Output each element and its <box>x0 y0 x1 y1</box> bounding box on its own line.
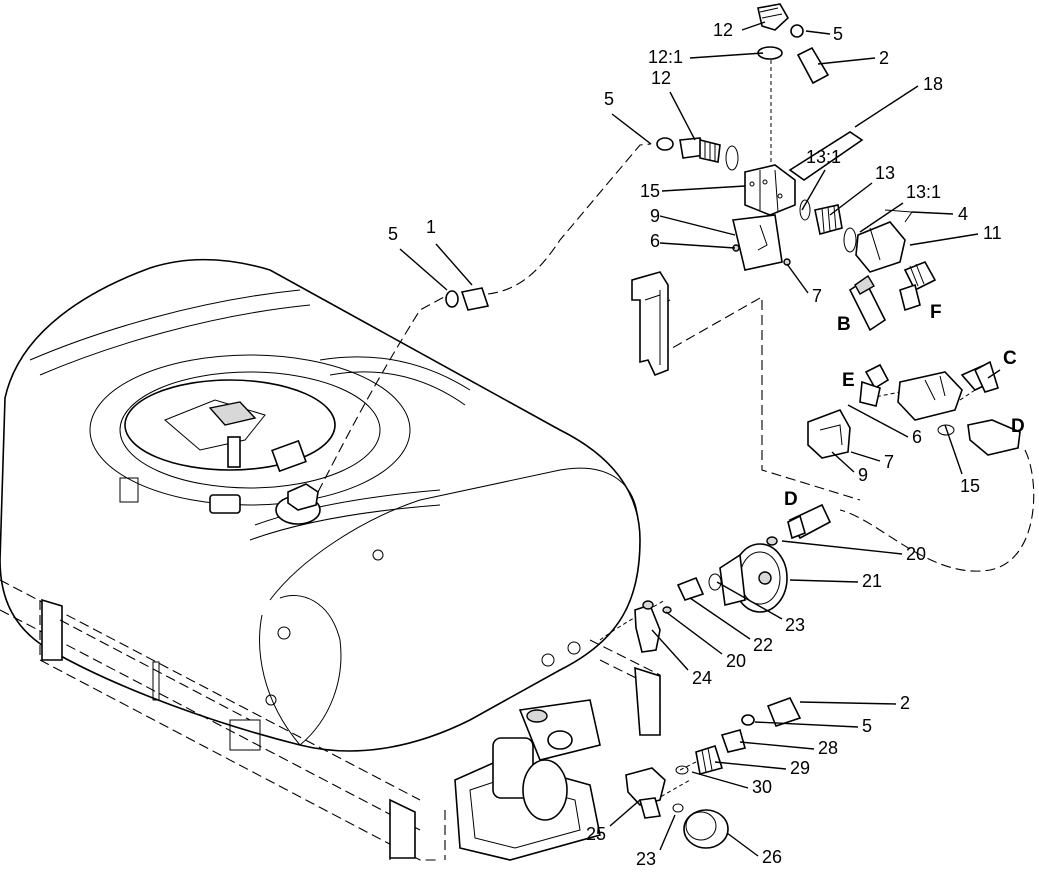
callout-c-15-mid: 15 <box>960 476 980 496</box>
callout-c-23-bot: 23 <box>636 849 656 869</box>
frame <box>0 579 661 861</box>
callout-c-d-mid: D <box>784 489 798 510</box>
callout-c-13-1-b: 13:1 <box>906 182 941 202</box>
callout-c-29: 29 <box>790 758 810 778</box>
callout-c-1: 1 <box>426 217 436 237</box>
leader-line-c-20-top <box>781 540 903 555</box>
leader-line-c-2-top <box>817 57 876 65</box>
leader-line-c-12-top <box>741 21 766 31</box>
callout-c-13: 13 <box>875 163 895 183</box>
leader-line-c-4 <box>911 211 954 215</box>
callout-c-c: C <box>1003 348 1017 369</box>
callout-c-20-mid: 20 <box>726 651 746 671</box>
callout-c-6-mid: 6 <box>912 427 922 447</box>
callout-c-23-top: 23 <box>785 615 805 635</box>
upper-valve-manifold <box>656 3 937 332</box>
callout-c-11: 11 <box>983 223 1002 243</box>
callout-c-4: 4 <box>958 204 968 224</box>
callout-c-5-left: 5 <box>604 89 614 109</box>
callout-c-e: E <box>842 370 855 391</box>
leader-line-c-c <box>987 369 1001 379</box>
callout-c-9-top: 9 <box>650 206 660 226</box>
leader-line-c-23-bot <box>659 814 676 851</box>
leader-line-c-7-top <box>786 263 809 294</box>
leader-line-c-24 <box>651 629 689 671</box>
mounting-bracket-left <box>631 271 669 377</box>
leader-line-c-28 <box>739 741 815 750</box>
leader-line-c-6-mid <box>847 404 909 438</box>
leader-line-c-20-mid <box>665 611 723 655</box>
leader-line-c-5-mid <box>399 248 448 291</box>
callout-c-b: B <box>837 314 851 335</box>
leader-line-c-15-top <box>661 185 746 192</box>
leader-line-c-11 <box>909 233 979 246</box>
callout-c-7-top: 7 <box>812 286 822 306</box>
lower-fittings <box>625 697 802 849</box>
leader-line-c-9-mid <box>831 451 855 473</box>
pump-assembly <box>454 699 601 861</box>
leader-line-c-18 <box>854 85 919 128</box>
leader-line-c-23-top <box>716 581 783 620</box>
callout-c-2-bot: 2 <box>900 693 910 713</box>
leader-line-c-15-mid <box>944 424 963 475</box>
leader-line-c-22 <box>689 597 751 640</box>
leader-line-c-21 <box>789 579 859 583</box>
leader-line-c-13-1-b <box>859 202 904 233</box>
callout-c-6-top: 6 <box>650 231 660 251</box>
callout-c-13-1-a: 13:1 <box>806 147 841 167</box>
callout-c-5-mid: 5 <box>388 224 398 244</box>
callout-c-21: 21 <box>862 571 882 591</box>
leader-line-c-2-bot <box>799 701 897 705</box>
leader-line-c-30 <box>691 771 749 789</box>
leader-line-c-13-1-a <box>801 169 826 211</box>
callout-c-20-top: 20 <box>906 544 926 564</box>
leader-line-c-25 <box>609 799 641 827</box>
leader-line-c-6-top <box>659 242 736 249</box>
callout-c-30: 30 <box>752 777 772 797</box>
leader-line-c-7-mid <box>850 451 881 462</box>
callout-c-28: 28 <box>818 738 838 758</box>
callout-c-15-top: 15 <box>640 181 660 201</box>
leader-line-c-5-left <box>611 113 652 145</box>
leader-line-c-26 <box>726 832 759 857</box>
callout-c-22: 22 <box>753 635 773 655</box>
callout-c-12-top: 12 <box>713 20 733 40</box>
leader-line-c-5-bot <box>754 721 859 728</box>
leader-line-c-12-left <box>669 91 696 141</box>
callout-c-9-mid: 9 <box>858 465 868 485</box>
callout-c-7-mid: 7 <box>884 452 894 472</box>
callout-c-12-left: 12 <box>651 68 671 88</box>
leader-line-c-5-top <box>805 30 831 35</box>
spray-tank <box>0 258 641 752</box>
callout-c-12-1-top: 12:1 <box>648 47 683 67</box>
callout-c-2-top: 2 <box>879 48 889 68</box>
callout-c-5-top: 5 <box>833 24 843 44</box>
middle-valve-assembly <box>807 360 1021 459</box>
callout-c-d-right: D <box>1011 416 1025 437</box>
callout-c-f: F <box>930 302 942 323</box>
callout-c-24: 24 <box>692 668 712 688</box>
callout-c-26: 26 <box>762 847 782 867</box>
callout-c-25: 25 <box>586 824 606 844</box>
callout-c-5-bot: 5 <box>862 716 872 736</box>
leader-line-c-1 <box>435 243 473 286</box>
leader-line-c-29 <box>714 761 787 770</box>
pump-parts <box>634 503 832 653</box>
leader-line-c-9-top <box>659 215 736 236</box>
leader-line-c-12-1-top <box>689 52 764 59</box>
callout-c-18: 18 <box>923 74 943 94</box>
hose-1-clamp-5 <box>445 287 490 311</box>
leader-line-c-13 <box>829 182 873 216</box>
